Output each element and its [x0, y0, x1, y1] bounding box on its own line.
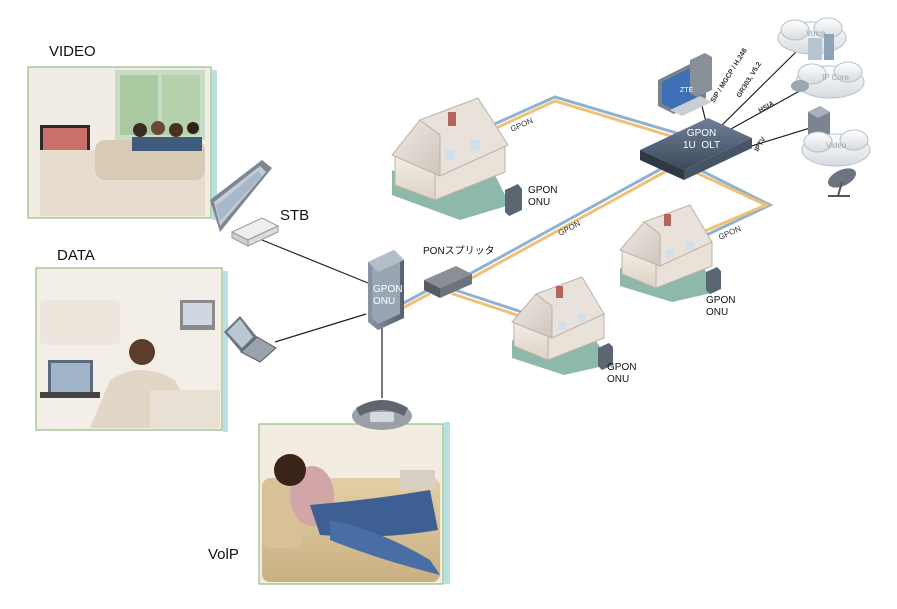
hsia-label: HSIA	[758, 100, 776, 114]
house-right	[619, 204, 716, 302]
gpon-mid-label: GPON	[557, 219, 582, 238]
data-scene-photo	[35, 267, 228, 432]
fiber-lines	[398, 95, 774, 324]
olt-label: GPON 1U OLT	[683, 128, 721, 151]
video-scene-photo	[27, 66, 217, 220]
fiber-olt-house-right	[698, 168, 774, 240]
voip-label: VolP	[208, 546, 239, 563]
onu-main-label: GPON ONU	[373, 284, 403, 307]
onu-house-bottom-device	[598, 343, 613, 370]
fiber-onu-splitter-b	[399, 292, 431, 311]
gr303-label: GR303, V5.2	[736, 61, 763, 99]
onu-house-right-label: GPON ONU	[706, 295, 736, 318]
olt-device	[640, 118, 752, 180]
fiber-olt-house-left-b	[470, 99, 699, 146]
tv-icon	[210, 160, 272, 232]
onu-house-right-device	[706, 267, 721, 294]
voice-cloud-label: Voice	[806, 29, 826, 38]
house-left	[391, 97, 510, 220]
monitor-icon: ZTE	[658, 53, 712, 116]
line-olt-ip	[719, 87, 806, 136]
iptv-label: IPTV	[754, 136, 768, 153]
fiber-olt-house-right-b	[695, 171, 770, 236]
onu-house-left-label: GPON ONU	[528, 185, 558, 208]
voice-cloud-icon: Voice	[777, 17, 847, 60]
laptop-icon	[224, 316, 277, 363]
house-bottom	[511, 276, 608, 375]
ip-core-cloud-label: IP Core	[822, 73, 850, 82]
monitor-text: ZTE	[680, 87, 694, 94]
stb-label: STB	[280, 207, 310, 224]
fiber-splitter-olt	[464, 163, 670, 278]
splitter-label: PONスプリッタ	[423, 246, 495, 257]
onu-house-bottom-label: GPON ONU	[607, 362, 637, 385]
video-cloud-label: Video	[826, 141, 847, 150]
line-stb-onu	[261, 239, 369, 284]
fiber-onu-splitter	[398, 288, 430, 307]
phone-icon	[352, 400, 412, 430]
video-label: VIDEO	[49, 43, 96, 60]
video-cloud-icon: Video	[801, 129, 871, 167]
data-label: DATA	[57, 247, 95, 264]
onu-house-left-device	[505, 184, 522, 216]
line-olt-voice	[714, 47, 801, 133]
onu-main-device	[368, 250, 404, 330]
line-olt-video	[744, 124, 821, 149]
satellite-dish-icon	[827, 168, 857, 197]
splitter-device	[424, 266, 472, 298]
line-laptop-onu	[274, 313, 367, 343]
ip-core-cloud-icon: IP Core	[791, 61, 865, 99]
fiber-splitter-olt-b	[466, 167, 672, 282]
fiber-olt-house-left	[468, 95, 702, 142]
stb-icon	[230, 217, 280, 247]
voip-scene-photo	[258, 422, 450, 585]
